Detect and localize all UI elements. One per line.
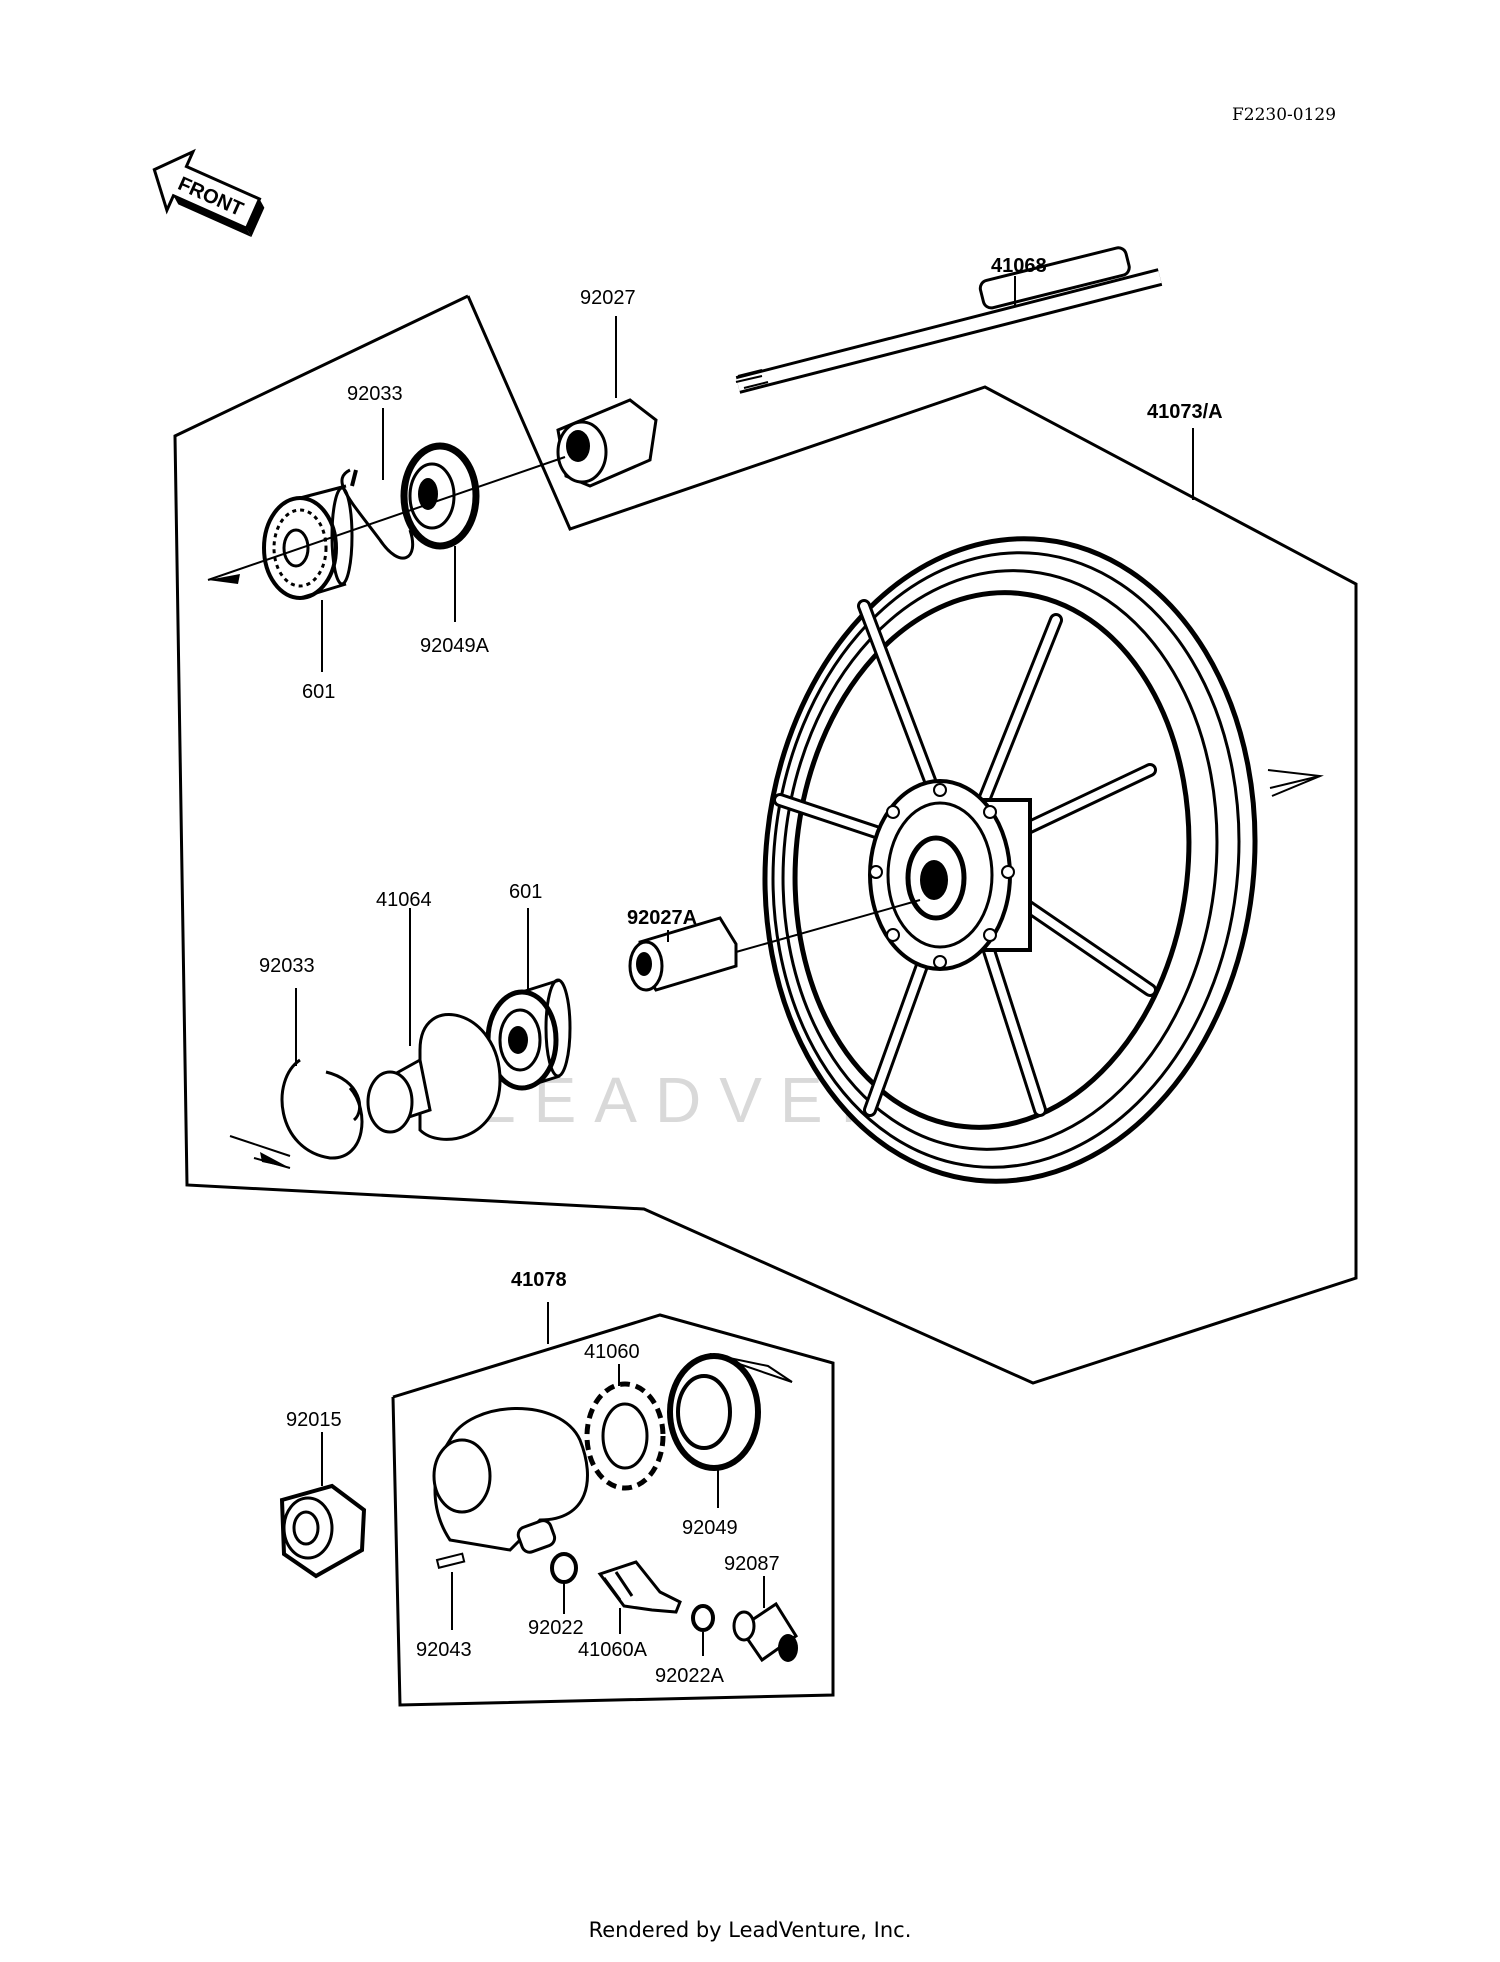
label-92027A: 92027A	[627, 907, 697, 929]
collar-92027	[556, 398, 658, 488]
front-arrow-icon	[152, 148, 265, 237]
assembly-outline	[173, 294, 1358, 1385]
label-92043: 92043	[416, 1639, 472, 1661]
bearing-601-top	[262, 484, 354, 600]
coupling-41064	[366, 1012, 502, 1141]
gear-housing-41078	[432, 1407, 589, 1554]
label-92049: 92049	[682, 1517, 738, 1539]
pin-92043	[435, 1552, 466, 1569]
label-41060: 41060	[584, 1341, 640, 1363]
label-41060A: 41060A	[578, 1639, 648, 1661]
wheel-41073A	[762, 536, 1258, 1184]
axle-41068	[735, 246, 1163, 394]
label-92087: 92087	[724, 1553, 780, 1575]
footer-credit: Rendered by LeadVenture, Inc.	[588, 1918, 912, 1942]
direction-arrow-icon	[1267, 769, 1324, 797]
circlip-92033-mid	[280, 1058, 364, 1160]
oil-seal-92049	[667, 1353, 761, 1471]
valve-92087	[732, 1601, 799, 1663]
circlip-92033-top	[340, 468, 415, 560]
axis-arrow-icon-mid	[260, 1152, 290, 1168]
axis-arrow-icon-top	[208, 574, 240, 584]
nut-92015	[279, 1483, 367, 1579]
meter-gear-outline	[391, 1313, 835, 1707]
label-41078: 41078	[511, 1269, 567, 1291]
label-92022: 92022	[528, 1617, 584, 1639]
label-601-mid: 601	[509, 881, 542, 903]
label-41068: 41068	[991, 255, 1047, 277]
gear-41060	[584, 1381, 666, 1491]
label-92027: 92027	[580, 287, 636, 309]
label-92022A: 92022A	[655, 1665, 725, 1687]
label-92015: 92015	[286, 1409, 342, 1431]
label-92033-mid: 92033	[259, 955, 315, 977]
oil-seal-92049A	[400, 442, 480, 550]
label-92033-top: 92033	[347, 383, 403, 405]
distance-collar-92027A	[628, 916, 738, 992]
label-41073A: 41073/A	[1147, 401, 1223, 423]
label-41064: 41064	[376, 889, 432, 911]
washer-92022A	[691, 1604, 715, 1632]
diagram-code: F2230-0129	[1232, 105, 1336, 125]
washer-92022	[550, 1552, 578, 1584]
label-92049A: 92049A	[420, 635, 490, 657]
axis-arrow-icon-lower	[709, 1353, 793, 1383]
label-601-top: 601	[302, 681, 335, 703]
pinion-41060A	[597, 1560, 682, 1614]
